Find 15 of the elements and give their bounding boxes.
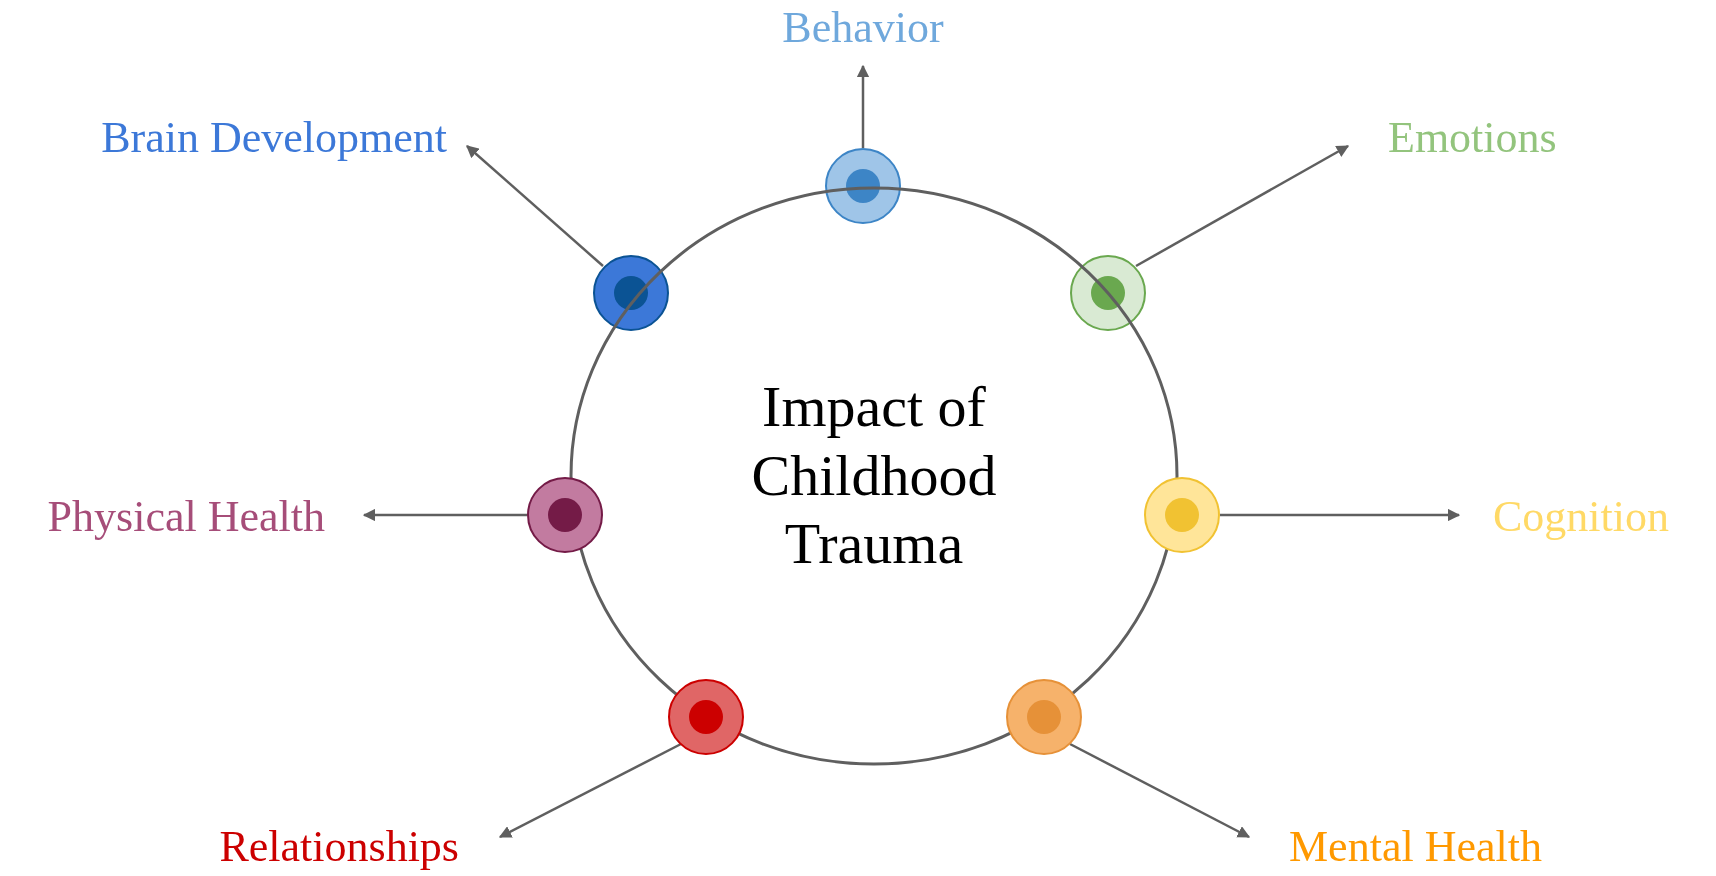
arrow: [362, 508, 527, 522]
category-label: Cognition: [1493, 488, 1670, 544]
arrow: [1135, 144, 1350, 268]
category-label: Brain Development: [101, 109, 447, 165]
category-label: Emotions: [1388, 109, 1557, 165]
category-label: Mental Health: [1289, 818, 1542, 874]
center-title: Impact of Childhood Trauma: [750, 373, 998, 579]
category-label: Relationships: [219, 818, 459, 874]
arrow: [856, 64, 870, 148]
arrow: [1220, 508, 1461, 522]
arrow: [466, 145, 604, 267]
arrow: [498, 742, 682, 839]
category-label: Behavior: [782, 0, 944, 55]
arrow: [1069, 742, 1251, 839]
category-label: Physical Health: [47, 488, 325, 544]
